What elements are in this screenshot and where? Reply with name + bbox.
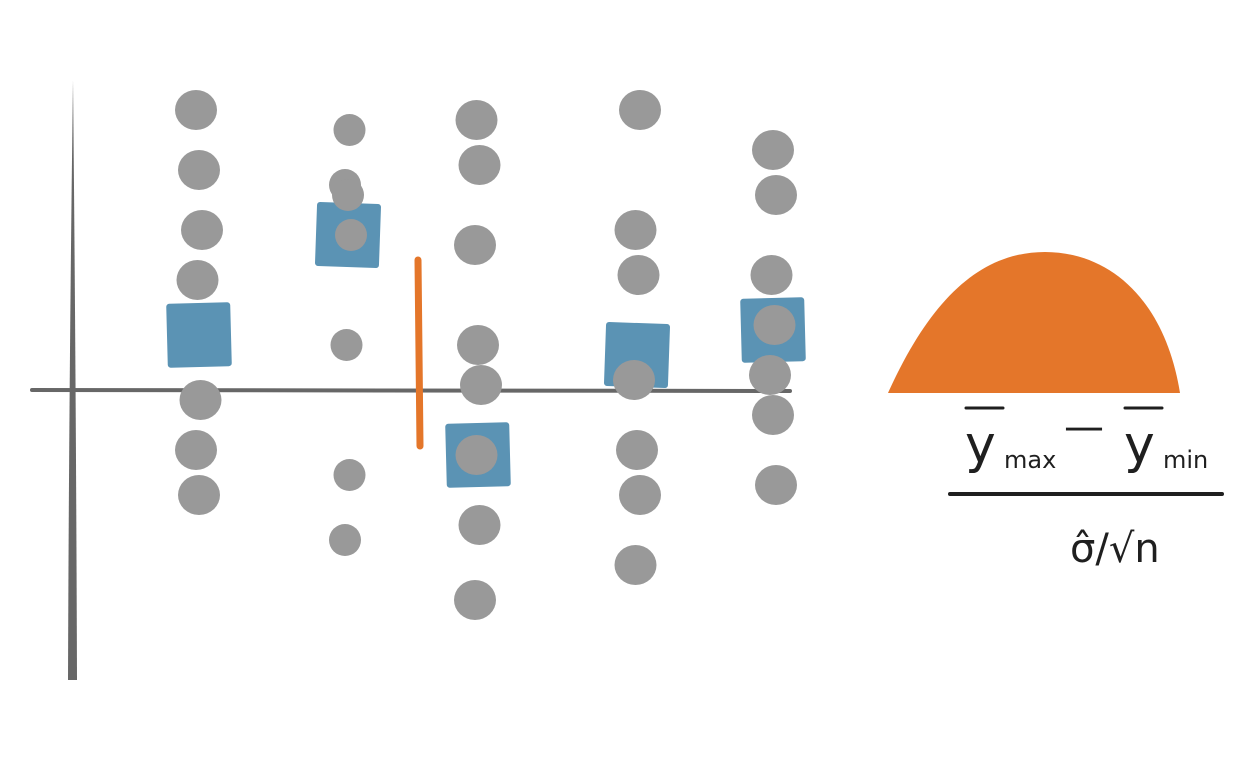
observation-point: [753, 305, 796, 345]
observation-point: [457, 325, 499, 365]
observation-point: [181, 210, 223, 250]
observation-point: [750, 255, 793, 295]
observation-point: [613, 360, 655, 400]
denominator: σ̂/√n: [1070, 526, 1160, 572]
observation-point: [333, 459, 366, 491]
observation-point: [619, 90, 661, 130]
x-axis: [30, 388, 792, 393]
group-column-3: [445, 100, 511, 620]
observation-point: [179, 380, 222, 420]
observation-point: [454, 580, 496, 620]
observation-point: [333, 114, 366, 146]
observation-point: [749, 355, 791, 395]
observation-point: [332, 179, 364, 211]
y-axis: [68, 80, 77, 680]
group-columns: [166, 90, 806, 620]
observation-point: [460, 365, 502, 405]
observation-point: [175, 90, 217, 130]
observation-point: [752, 130, 794, 170]
numerator-right-subscript: min: [1163, 446, 1208, 474]
numerator-left-subscript: max: [1004, 446, 1056, 474]
observation-point: [329, 524, 361, 556]
observation-point: [755, 175, 797, 215]
observation-point: [178, 150, 220, 190]
observation-point: [616, 430, 658, 470]
observation-point: [454, 225, 496, 265]
numerator-left-symbol: y: [965, 415, 996, 475]
observation-point: [755, 465, 797, 505]
sampling-distribution-curve: [888, 252, 1180, 393]
numerator-right-symbol: y: [1124, 415, 1155, 475]
observation-point: [455, 100, 498, 140]
observation-point: [458, 145, 501, 185]
minus-sign: —: [1064, 404, 1104, 450]
group-column-4: [604, 90, 670, 585]
observation-point: [176, 260, 219, 300]
observation-point: [178, 475, 220, 515]
group-divider-line: [414, 256, 424, 450]
group-mean-marker: [166, 302, 232, 368]
observation-point: [619, 475, 661, 515]
observation-point: [617, 255, 660, 295]
group-column-5: [740, 130, 806, 505]
observation-point: [175, 430, 217, 470]
test-statistic-formula: y max — y min σ̂/√n: [948, 404, 1224, 572]
observation-point: [752, 395, 794, 435]
group-column-2: [315, 114, 381, 556]
observation-point: [458, 505, 501, 545]
observation-point: [330, 329, 363, 361]
group-column-1: [166, 90, 232, 515]
observation-point: [614, 210, 657, 250]
observation-point: [455, 435, 498, 475]
observation-point: [614, 545, 657, 585]
observation-point: [335, 219, 367, 251]
